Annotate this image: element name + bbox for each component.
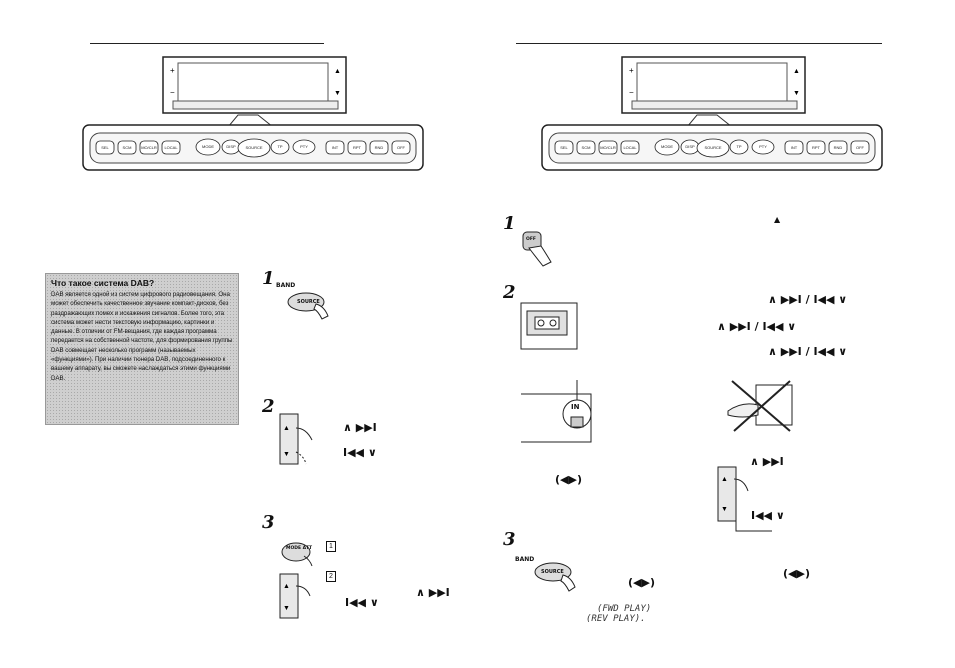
svg-text:LOCAL: LOCAL — [164, 145, 178, 150]
svg-text:▼: ▼ — [721, 506, 728, 513]
svg-text:−: − — [629, 88, 634, 97]
svg-text:OFF: OFF — [397, 145, 406, 150]
svg-text:TP: TP — [736, 144, 741, 149]
right-step3-source-label: SOURCE — [541, 569, 564, 575]
svg-text:−: − — [170, 88, 175, 97]
dab-info-body: DAB является одной из систем цифрового р… — [51, 291, 233, 382]
svg-text:▼: ▼ — [334, 90, 341, 97]
right-step2-arrows: (◀▶) — [555, 473, 582, 486]
left-step1-band-label: BAND — [276, 282, 296, 289]
right-step2-cassette-illustration — [520, 302, 578, 350]
left-step3-updown-button-illustration: ▲▼ — [279, 573, 311, 619]
right-step2-pair-2: ∧ ▶▶I / I◀◀ ∨ — [717, 320, 797, 333]
right-step2-down-symbol: I◀◀ ∨ — [751, 509, 785, 522]
left-step-3-number: 3 — [262, 512, 275, 533]
svg-text:RPT: RPT — [812, 145, 821, 150]
svg-text:MO/CLR: MO/CLR — [600, 145, 616, 150]
left-step2-down-symbol: I◀◀ ∨ — [343, 446, 377, 459]
right-step3-band-label: BAND — [515, 556, 535, 563]
svg-text:▲: ▲ — [721, 476, 728, 483]
svg-text:SEL: SEL — [560, 145, 568, 150]
svg-text:MO/CLR: MO/CLR — [141, 145, 157, 150]
svg-text:▲: ▲ — [793, 68, 800, 75]
svg-text:▼: ▼ — [283, 605, 290, 612]
right-step3-arrows-2: (◀▶) — [783, 567, 810, 580]
right-step3-fwd-play: (FWD PLAY) — [597, 604, 652, 614]
left-step1-source-label: SOURCE — [297, 299, 320, 305]
left-step3-down-symbol: I◀◀ ∨ — [345, 596, 379, 609]
left-step2-up-symbol: ∧ ▶▶I — [343, 421, 377, 434]
left-step3-mode-label: MODE ATT — [286, 546, 313, 551]
right-step3-arrows-1: (◀▶) — [628, 576, 655, 589]
right-eject-symbol: ▲ — [774, 215, 781, 224]
svg-text:INT: INT — [332, 145, 339, 150]
svg-text:DISP: DISP — [226, 144, 236, 149]
right-step3-rev-play: (REV PLAY). — [586, 614, 646, 624]
left-step1-source-button-illustration — [287, 292, 329, 320]
left-step3-box-1: 1 — [326, 541, 336, 552]
left-step2-updown-button-illustration: ▲▼ — [279, 413, 313, 465]
svg-text:SEL: SEL — [101, 145, 109, 150]
right-step2-pair-3: ∧ ▶▶I / I◀◀ ∨ — [768, 345, 848, 358]
svg-text:PTY: PTY — [300, 144, 308, 149]
svg-text:TP: TP — [277, 144, 282, 149]
svg-text:RND: RND — [375, 145, 384, 150]
svg-text:▲: ▲ — [283, 425, 290, 432]
right-step2-in-indicator-illustration — [521, 380, 592, 443]
right-faceplate-illustration: + − ▲ ▼ SEL SCM MO/CLR LOCAL MODE DISP SOURCE T… — [541, 56, 883, 171]
left-faceplate-illustration: + − ▲ ▼ SEL SCM MO/CLR LOCAL MODE DISP SOURCE T… — [82, 56, 424, 171]
svg-text:▼: ▼ — [283, 451, 290, 458]
svg-text:▲: ▲ — [283, 583, 290, 590]
right-step2-do-not-insert-illustration — [727, 380, 793, 432]
right-step2-in-label: IN — [571, 403, 580, 411]
left-step-1-number: 1 — [262, 268, 275, 289]
svg-text:RND: RND — [834, 145, 843, 150]
svg-text:INT: INT — [791, 145, 798, 150]
svg-text:SCM: SCM — [582, 145, 591, 150]
dab-info-box: Что такое система DAB? DAB является одно… — [45, 273, 239, 425]
svg-text:SCM: SCM — [123, 145, 132, 150]
right-step2-pair-1: ∧ ▶▶I / I◀◀ ∨ — [768, 293, 848, 306]
svg-text:▲: ▲ — [334, 68, 341, 75]
left-step3-up-symbol: ∧ ▶▶I — [416, 586, 450, 599]
svg-text:MODE: MODE — [202, 144, 214, 149]
svg-text:OFF: OFF — [856, 145, 865, 150]
right-step1-off-button-illustration — [522, 231, 552, 267]
svg-text:RPT: RPT — [353, 145, 362, 150]
right-header-rule — [516, 43, 882, 44]
svg-text:DISP: DISP — [685, 144, 695, 149]
right-step3-source-button-illustration — [534, 562, 576, 592]
svg-text:SOURCE: SOURCE — [245, 145, 262, 150]
right-step-3-number: 3 — [503, 529, 516, 550]
left-step-2-number: 2 — [262, 396, 275, 417]
right-step2-updown-button-illustration: ▲▼ — [717, 466, 772, 532]
svg-text:+: + — [629, 66, 634, 75]
left-step3-box-2: 2 — [326, 571, 336, 582]
svg-text:LOCAL: LOCAL — [623, 145, 637, 150]
svg-text:SOURCE: SOURCE — [704, 145, 721, 150]
svg-text:MODE: MODE — [661, 144, 673, 149]
left-step3-mode-button-illustration — [281, 542, 313, 567]
svg-text:+: + — [170, 66, 175, 75]
right-step2-up-symbol: ∧ ▶▶I — [750, 455, 784, 468]
right-step1-off-label: OFF — [526, 237, 536, 242]
right-step-2-number: 2 — [503, 282, 516, 303]
svg-text:▼: ▼ — [793, 90, 800, 97]
dab-info-title: Что такое система DAB? — [51, 278, 155, 288]
right-step-1-number: 1 — [503, 213, 516, 234]
left-header-rule — [90, 43, 324, 44]
svg-text:PTY: PTY — [759, 144, 767, 149]
